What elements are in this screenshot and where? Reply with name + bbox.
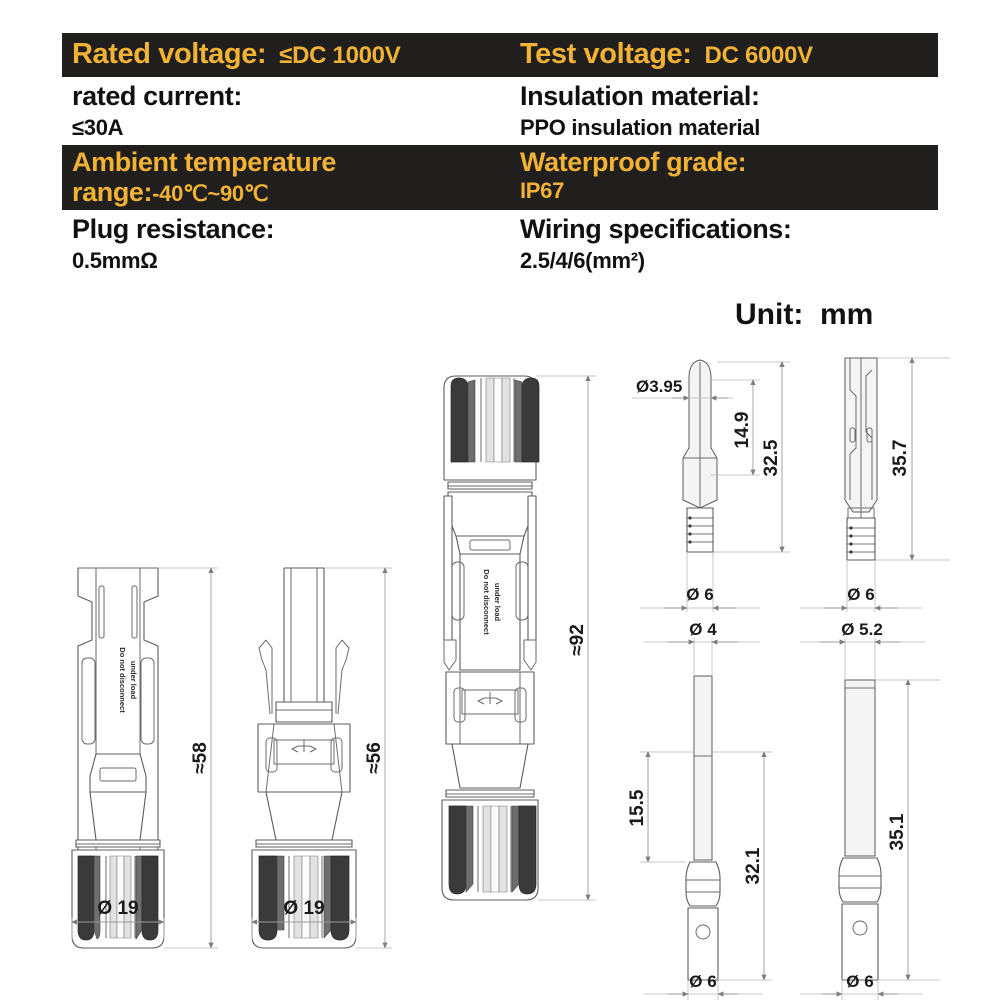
spec-cell-ambient-temperature: Ambient temperature range:-40℃~90℃ (62, 145, 510, 210)
spec-cell-rated-current: rated current: ≤30A (62, 77, 510, 145)
male-terminal-detail: Ø 4 15.5 32.1 Ø 6 (627, 620, 772, 1000)
wiring-specifications-label: Wiring specifications: (520, 214, 792, 244)
waterproof-grade-value: IP67 (520, 178, 565, 203)
plug-resistance-label: Plug resistance: (72, 214, 275, 244)
rated-voltage-label: Rated voltage: (72, 38, 267, 70)
spec-cell-rated-voltage: Rated voltage: ≤DC 1000V (62, 33, 510, 77)
socket-overall-dim: 35.7 (890, 440, 911, 477)
mated-warning-text: Do not disconnect (482, 569, 491, 635)
spec-cell-waterproof-grade: Waterproof grade: IP67 (510, 145, 938, 210)
pin-tip-diameter-dim: Ø3.95 (636, 377, 682, 396)
spec-cell-plug-resistance: Plug resistance: 0.5mmΩ (62, 210, 510, 278)
pin-segment-dim: 14.9 (732, 412, 753, 449)
male-connector-elevation: ≈56 Ø 19 (251, 567, 392, 949)
insulation-material-label: Insulation material: (520, 81, 760, 111)
pin-overall-dim: 32.5 (761, 439, 782, 476)
test-voltage-label: Test voltage: (520, 38, 692, 70)
insulation-material-value: PPO insulation material (520, 115, 761, 140)
rated-current-value: ≤30A (72, 115, 124, 140)
specification-table: Rated voltage: ≤DC 1000V Test voltage: D… (62, 33, 938, 278)
rated-current-label: rated current: (72, 81, 242, 111)
test-voltage-value: DC 6000V (704, 42, 814, 69)
male-terminal-tip-diameter-dim: Ø 4 (689, 620, 717, 639)
female-terminal-barrel-diameter-dim: Ø 6 (846, 972, 873, 991)
technical-drawing-area: Do not disconnect under load ≈58 Ø 19 (0, 340, 1000, 1000)
male-terminal-overall-dim: 32.1 (743, 847, 764, 884)
spec-cell-insulation-material: Insulation material: PPO insulation mate… (510, 77, 938, 145)
unit-label: Unit: (735, 298, 804, 331)
female-terminal-detail: Ø 5.2 35.1 Ø 6 (800, 620, 940, 1000)
spec-row-temperature-waterproof: Ambient temperature range:-40℃~90℃ Water… (62, 145, 938, 210)
spec-row-resistance-wiring: Plug resistance: 0.5mmΩ Wiring specifica… (62, 210, 938, 278)
ambient-temperature-label: Ambient temperature range: (72, 147, 336, 207)
female-warning-text-2: under load (129, 661, 138, 700)
male-height-dim: ≈56 (364, 742, 385, 774)
ambient-temperature-value: -40℃~90℃ (152, 181, 269, 206)
spec-cell-test-voltage: Test voltage: DC 6000V (510, 33, 938, 77)
socket-contact-detail: 35.7 Ø 6 (800, 357, 950, 612)
unit-note: Unit: mm (735, 298, 873, 332)
male-terminal-segment-dim: 15.5 (627, 789, 648, 826)
female-diameter-dim: Ø 19 (97, 898, 138, 919)
plug-resistance-value: 0.5mmΩ (72, 248, 158, 273)
female-terminal-overall-dim: 35.1 (887, 813, 908, 850)
mated-height-dim: ≈92 (567, 624, 588, 656)
pin-barrel-diameter-dim: Ø 6 (686, 585, 713, 604)
female-height-dim: ≈58 (190, 742, 211, 774)
spec-cell-wiring-specifications: Wiring specifications: 2.5/4/6(mm²) (510, 210, 938, 278)
pin-contact-detail: Ø3.95 14.9 32.5 Ø 6 (632, 359, 790, 612)
rated-voltage-value: ≤DC 1000V (279, 42, 401, 69)
female-warning-text: Do not disconnect (118, 647, 127, 713)
male-terminal-barrel-diameter-dim: Ø 6 (689, 972, 716, 991)
mated-warning-text-2: under load (493, 583, 502, 622)
spec-row-voltage: Rated voltage: ≤DC 1000V Test voltage: D… (62, 33, 938, 77)
socket-barrel-diameter-dim: Ø 6 (847, 585, 874, 604)
female-terminal-tip-diameter-dim: Ø 5.2 (841, 620, 883, 639)
spec-row-current-insulation: rated current: ≤30A Insulation material:… (62, 77, 938, 145)
unit-value: mm (819, 298, 874, 331)
female-connector-elevation: Do not disconnect under load ≈58 Ø 19 (71, 567, 218, 949)
waterproof-grade-label: Waterproof grade: (520, 147, 747, 177)
male-diameter-dim: Ø 19 (283, 898, 324, 919)
wiring-specifications-value: 2.5/4/6(mm²) (520, 248, 645, 273)
mated-connector-pair-elevation: Do not disconnect under load ≈92 (441, 375, 596, 901)
